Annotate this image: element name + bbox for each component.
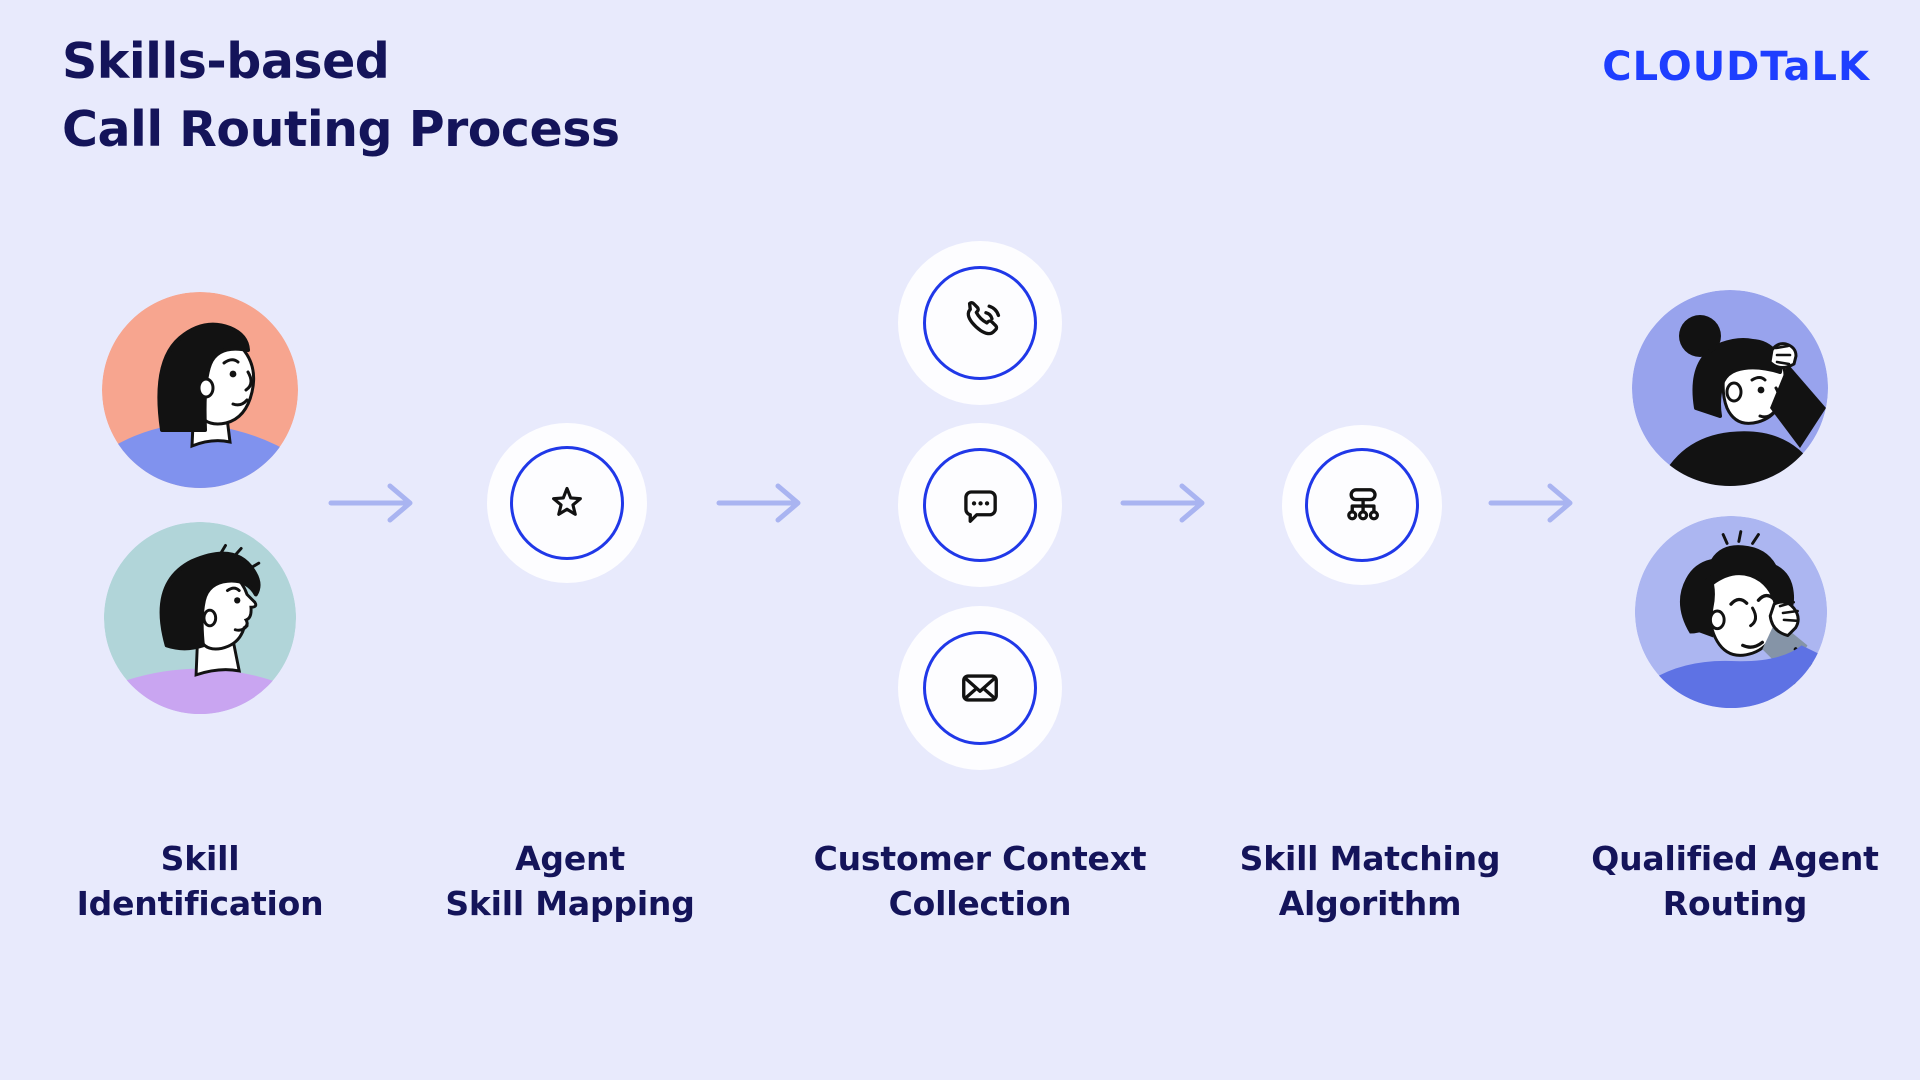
blue-ring (923, 631, 1037, 745)
blue-ring (923, 266, 1037, 380)
blue-ring (510, 446, 624, 560)
customer-context-phone-bubble (898, 241, 1062, 405)
stage-label-agent-skill-mapping: Agent Skill Mapping (360, 836, 780, 926)
page-title-line1: Skills-based (62, 33, 390, 90)
flow-arrow-2 (716, 483, 801, 523)
stage-label-customer-context-collection: Customer Context Collection (770, 836, 1190, 926)
stage-label-line: Agent (515, 839, 625, 878)
stage-label-line: Skill Matching (1239, 839, 1501, 878)
stage-label-line: Customer Context (813, 839, 1147, 878)
stage-label-qualified-agent-routing: Qualified Agent Routing (1525, 836, 1920, 926)
stage-label-line: Skill (160, 839, 240, 878)
stage-label-line: Qualified Agent (1591, 839, 1879, 878)
blue-ring (1305, 448, 1419, 562)
caller-avatar-woman-illustration (102, 292, 298, 488)
skill-matching-algorithm-bubble (1282, 425, 1442, 585)
cloudtalk-logo: CLOUDTaLK (1602, 44, 1870, 90)
flow-arrow-3 (1120, 483, 1205, 523)
agent-avatar-bun-woman-illustration (1632, 290, 1828, 486)
stage-label-line: Skill Mapping (445, 884, 695, 923)
blue-ring (923, 448, 1037, 562)
caller-avatar-man-illustration (103, 521, 297, 715)
agent-skill-mapping-bubble (487, 423, 647, 583)
star-icon (552, 486, 582, 516)
customer-context-chat-bubble (898, 423, 1062, 587)
stage-label-line: Identification (76, 884, 324, 923)
sitemap-icon (1347, 488, 1380, 521)
page-title-line2: Call Routing Process (62, 101, 620, 158)
caller-avatar-woman (100, 290, 300, 490)
customer-context-mail-bubble (898, 606, 1062, 770)
stage-label-skill-matching-algorithm: Skill Matching Algorithm (1160, 836, 1580, 926)
chat-bubble-icon (964, 490, 997, 523)
phone-icon (966, 301, 1001, 336)
page-title: Skills-based Call Routing Process (62, 28, 620, 164)
flow-arrow-1 (328, 483, 413, 523)
agent-avatar-curly-person-on-phone (1633, 514, 1829, 710)
stage-label-line: Algorithm (1278, 884, 1462, 923)
stage-label-line: Routing (1662, 884, 1808, 923)
mail-icon (962, 674, 998, 702)
stage-label-skill-identification: Skill Identification (0, 836, 410, 926)
caller-avatar-man (102, 520, 298, 716)
stage-label-line: Collection (888, 884, 1072, 923)
agent-avatar-bun-woman-on-phone (1630, 288, 1830, 488)
agent-avatar-curly-person-illustration (1634, 515, 1828, 709)
flow-arrow-4 (1488, 483, 1573, 523)
